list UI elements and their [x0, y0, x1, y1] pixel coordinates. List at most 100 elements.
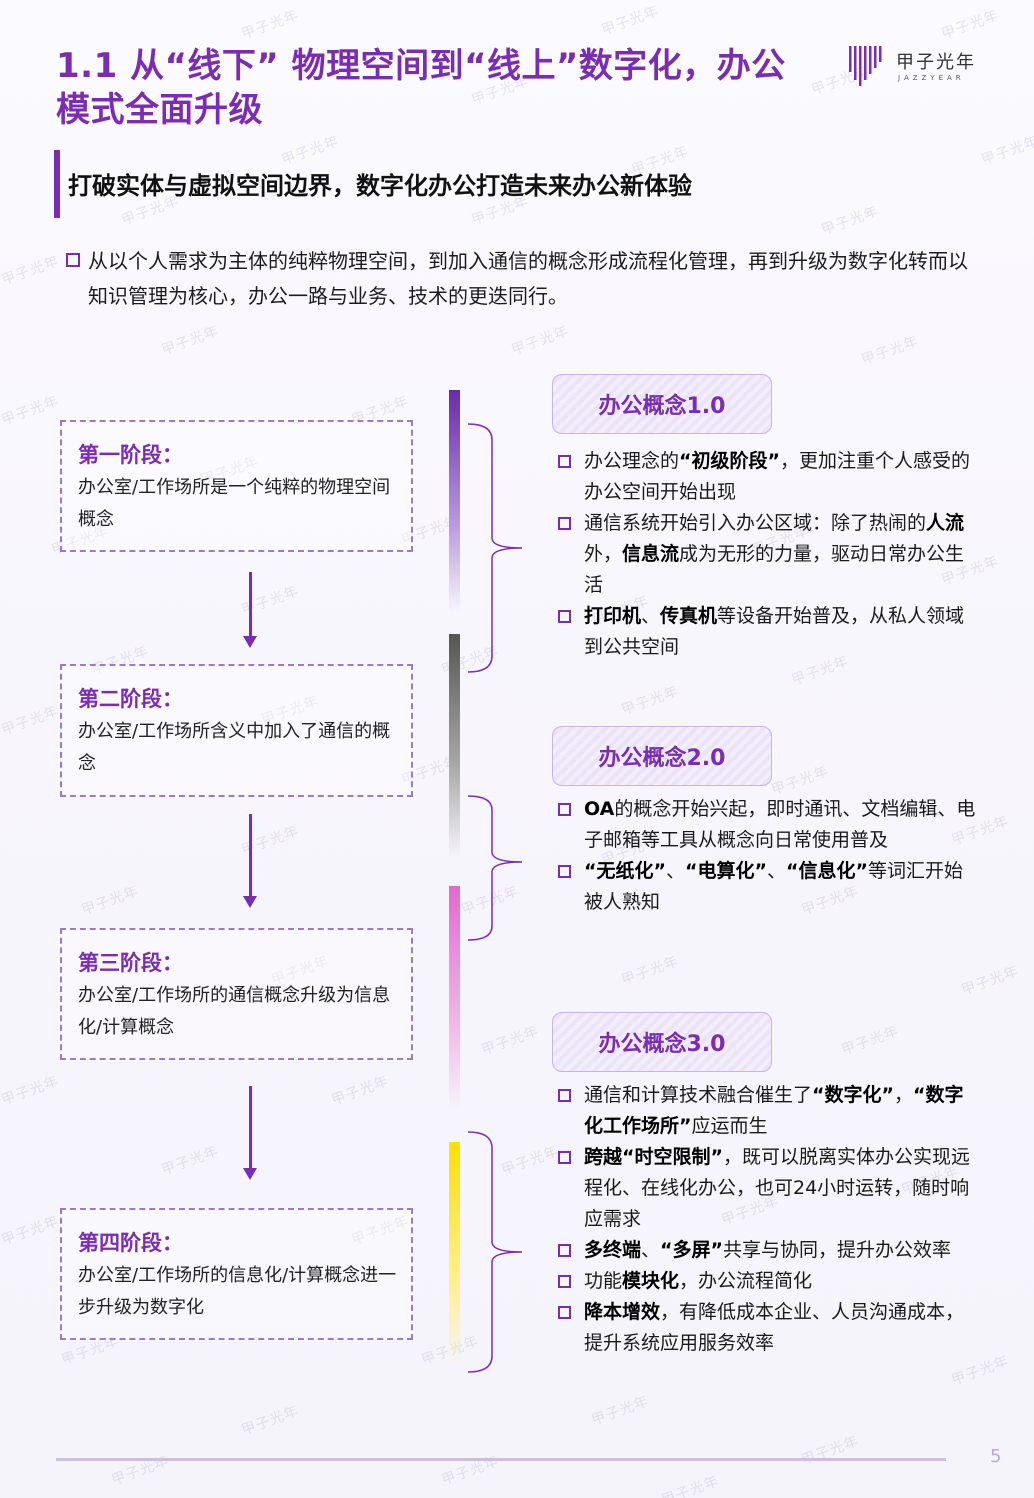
bullet-text: 通信和计算技术融合催生了 — [584, 1084, 813, 1106]
bullet-square-icon — [558, 517, 571, 530]
concept-tag-1: 办公概念1.0 — [552, 374, 772, 434]
stage-box-2: 第二阶段： 办公室/工作场所含义中加入了通信的概念 — [60, 664, 413, 797]
subtitle-accent-bar — [54, 150, 60, 218]
watermark-text: 甲子光年 — [859, 333, 922, 369]
bullet-text-bold: “初级阶段” — [679, 450, 780, 472]
bullet-item: 打印机、传真机等设备开始普及，从私人领域到公共空间 — [558, 601, 978, 663]
bullet-text-bold: “数字化” — [812, 1084, 894, 1106]
watermark-text: 甲子光年 — [799, 1433, 862, 1469]
bullet-text: 、 — [641, 1239, 661, 1261]
bullet-text: ，既可以脱离实体办公实现远程化、在线化办公，也可24小时运转，随时响应需求 — [584, 1146, 971, 1230]
footer-divider — [56, 1458, 946, 1461]
down-arrow-icon — [243, 572, 257, 648]
bullet-text: ，办公流程简化 — [679, 1270, 813, 1292]
timeline-bar-4 — [449, 1142, 460, 1366]
stage-description: 办公室/工作场所含义中加入了通信的概念 — [78, 721, 391, 774]
bullet-item: 多终端、“多屏”共享与协同，提升办公效率 — [558, 1235, 978, 1266]
bullet-square-icon — [558, 610, 571, 623]
bullet-text-bold: 跨越 — [584, 1146, 623, 1168]
bullet-text-bold: 多终端 — [584, 1239, 642, 1261]
concept-tag-2: 办公概念2.0 — [552, 726, 772, 786]
bullet-square-icon — [558, 1244, 571, 1257]
stage-title: 第一阶段： — [78, 443, 183, 467]
bullet-text: 、 — [641, 605, 661, 627]
bullet-square-icon — [558, 455, 571, 468]
concept-1-bullets: 办公理念的“初级阶段”，更加注重个人感受的办公空间开始出现通信系统开始引入办公区… — [558, 446, 978, 663]
bracket-connectors — [467, 423, 523, 1373]
intro-paragraph: 从以个人需求为主体的纯粹物理空间，到加入通信的概念形成流程化管理，再到升级为数字… — [88, 249, 968, 308]
watermark-text: 甲子光年 — [659, 1473, 722, 1498]
bullet-square-icon — [558, 1306, 571, 1319]
stage-box-3: 第三阶段： 办公室/工作场所的通信概念升级为信息化/计算概念 — [60, 928, 413, 1060]
watermark-text: 甲子光年 — [599, 3, 662, 39]
section-subtitle: 打破实体与虚拟空间边界，数字化办公打造未来办公新体验 — [68, 172, 692, 200]
watermark-text: 甲子光年 — [509, 323, 572, 359]
watermark-text: 甲子光年 — [0, 703, 62, 739]
bullet-text: ，更加注重个人感受的办公空间开始出现 — [584, 450, 971, 503]
bullet-item: 通信和计算技术融合催生了“数字化”，“数字化工作场所”应运而生 — [558, 1080, 978, 1142]
concept-2-bullets: OA的概念开始兴起，即时通讯、文档编辑、电子邮箱等工具从概念向日常使用普及“无纸… — [558, 794, 978, 918]
bullet-square-icon — [558, 1089, 571, 1102]
bullet-text-bold: “时空限制” — [622, 1146, 723, 1168]
bullet-item: 降本增效，有降低成本企业、人员沟通成本，提升系统应用服务效率 — [558, 1297, 978, 1359]
watermark-text: 甲子光年 — [619, 683, 682, 719]
timeline-bar-1 — [449, 390, 460, 614]
stage-box-4: 第四阶段： 办公室/工作场所的信息化/计算概念进一步升级为数字化 — [60, 1208, 413, 1340]
bullet-item: 通信系统开始引入办公区域：除了热闹的人流外，信息流成为无形的力量，驱动日常办公生… — [558, 508, 978, 601]
watermark-text: 甲子光年 — [0, 1073, 62, 1109]
bullet-square-icon — [558, 803, 571, 816]
bullet-text: ，有降低成本企业、人员沟通成本，提升系统应用服务效率 — [584, 1301, 965, 1354]
watermark-text: 甲子光年 — [0, 393, 62, 429]
bullet-item: 功能模块化，办公流程简化 — [558, 1266, 978, 1297]
watermark-text: 甲子光年 — [0, 253, 62, 289]
watermark-text: 甲子光年 — [239, 583, 302, 619]
bullet-item: 办公理念的“初级阶段”，更加注重个人感受的办公空间开始出现 — [558, 446, 978, 508]
watermark-text: 甲子光年 — [159, 323, 222, 359]
watermark-text: 甲子光年 — [939, 7, 1002, 43]
stage-box-1: 第一阶段： 办公室/工作场所是一个纯粹的物理空间概念 — [60, 420, 413, 552]
stage-title: 第二阶段： — [78, 687, 183, 711]
watermark-text: 甲子光年 — [239, 1403, 302, 1439]
bullet-text: 等词汇开始被人熟知 — [584, 860, 963, 913]
timeline-bar-2 — [449, 634, 460, 858]
watermark-text: 甲子光年 — [239, 7, 302, 43]
bullet-text-bold: 模块化 — [622, 1270, 680, 1292]
bullet-text-bold: “多屏” — [660, 1239, 724, 1261]
logo-english-text: JAZZYEAR — [898, 74, 965, 82]
stage-title: 第四阶段： — [78, 1231, 183, 1255]
down-arrow-icon — [243, 814, 257, 908]
watermark-text: 甲子光年 — [159, 1143, 222, 1179]
bullet-text: 外， — [584, 543, 623, 565]
bullet-text: 办公理念的 — [584, 450, 680, 472]
page-number: 5 — [990, 1446, 1002, 1467]
bullet-text-bold: “电算化” — [685, 860, 767, 882]
bullet-text: ， — [894, 1084, 914, 1106]
bullet-text: 通信系统开始引入办公区域：除了热闹的 — [584, 512, 927, 534]
bullet-text: 等设备开始普及，从私人领域到公共空间 — [584, 605, 965, 658]
stage-description: 办公室/工作场所的通信概念升级为信息化/计算概念 — [78, 985, 391, 1038]
stage-title: 第三阶段： — [78, 951, 183, 975]
bullet-text-bold: “信息化” — [786, 860, 868, 882]
logo-bars-icon — [849, 46, 882, 86]
watermark-text: 甲子光年 — [839, 1023, 902, 1059]
bullet-square-icon — [558, 1275, 571, 1288]
bullet-item: “无纸化”、“电算化”、“信息化”等词汇开始被人熟知 — [558, 856, 978, 918]
watermark-text: 甲子光年 — [279, 133, 342, 169]
bullet-text: 的概念开始兴起，即时通讯、文档编辑、电子邮箱等工具从概念向日常使用普及 — [584, 798, 976, 851]
watermark-text: 甲子光年 — [79, 883, 142, 919]
bullet-text: 功能 — [584, 1270, 623, 1292]
stage-description: 办公室/工作场所是一个纯粹的物理空间概念 — [78, 477, 391, 530]
bullet-text-bold: 人流 — [926, 512, 965, 534]
watermark-text: 甲子光年 — [239, 823, 302, 859]
bullet-square-icon — [66, 253, 80, 267]
watermark-text: 甲子光年 — [439, 1453, 502, 1489]
watermark-text: 甲子光年 — [979, 133, 1034, 169]
down-arrow-icon — [243, 1086, 257, 1180]
jazzyear-logo: 甲子光年 JAZZYEAR — [848, 40, 988, 90]
bullet-square-icon — [558, 1151, 571, 1164]
watermark-text: 甲子光年 — [109, 1453, 172, 1489]
bullet-text-bold: 打印机 — [584, 605, 642, 627]
stage-description: 办公室/工作场所的信息化/计算概念进一步升级为数字化 — [78, 1265, 397, 1318]
watermark-text: 甲子光年 — [589, 1393, 652, 1429]
timeline-bar-3 — [449, 886, 460, 1110]
